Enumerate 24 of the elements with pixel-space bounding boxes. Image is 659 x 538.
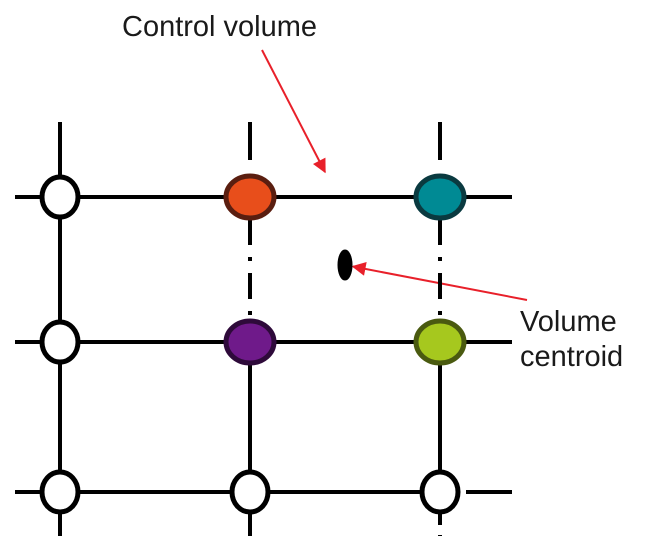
grid-line [79,340,225,344]
leader-arrow [261,50,326,174]
grid-line [275,195,415,199]
centroid-dot [335,247,355,283]
grid-node-circle [39,174,81,220]
grid-node-circle [223,318,277,366]
grid-line [58,218,62,321]
grid-line [269,490,421,494]
grid-line [438,364,442,471]
callout-label: Volume centroid [520,306,624,374]
grid-node-circle [223,173,277,221]
grid-line [248,364,252,471]
grid-line [79,490,231,494]
grid-line [275,340,415,344]
grid-line [79,195,225,199]
callout-label: Control volume [122,11,318,43]
grid-node-circle [39,319,81,365]
grid-node-circle [413,318,467,366]
grid-line [58,363,62,471]
leader-arrow [352,262,528,301]
grid-node-circle [413,173,467,221]
grid-node-circle [39,469,81,515]
grid-node-circle [419,469,461,515]
grid-node-circle [229,469,271,515]
